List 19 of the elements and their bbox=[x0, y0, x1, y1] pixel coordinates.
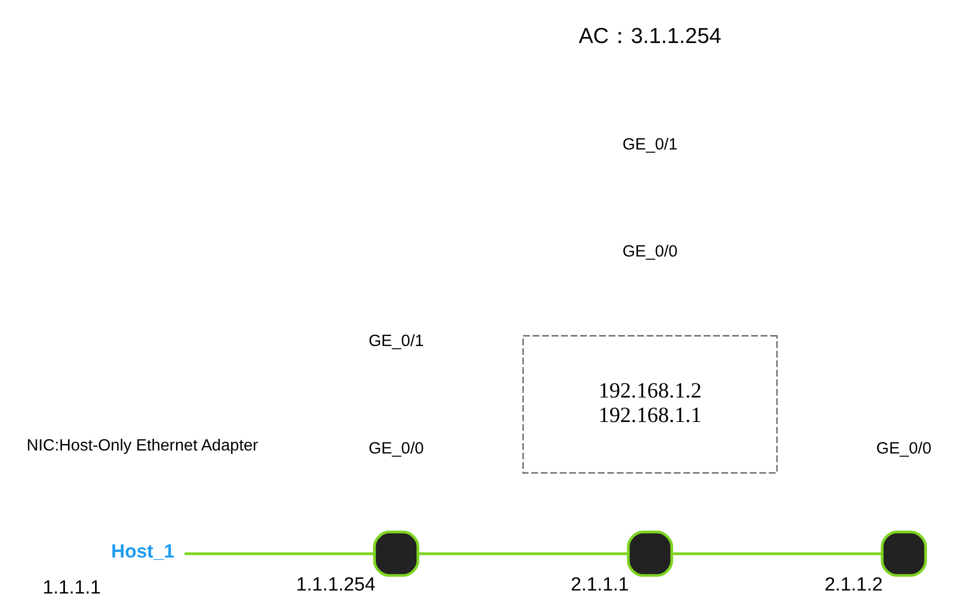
connector bbox=[418, 552, 628, 556]
connector bbox=[184, 552, 374, 556]
label: GE_0/1 bbox=[368, 332, 424, 350]
node-label: 2.1.1.1 bbox=[570, 574, 628, 596]
node-text: Host_1 bbox=[110, 541, 174, 562]
connector bbox=[671, 552, 882, 556]
label: AC：3.1.1.254 bbox=[578, 23, 721, 48]
node-label: 2.1.1.2 bbox=[824, 574, 882, 596]
label: NIC:Host-Only Ethernet Adapter bbox=[26, 436, 258, 455]
node-box: 192.168.1.2 192.168.1.1 bbox=[522, 335, 778, 474]
node-label: 1.1.1.1 bbox=[42, 577, 100, 598]
label: GE_0/0 bbox=[876, 439, 931, 458]
label: GE_0/0 bbox=[368, 439, 424, 458]
node-box bbox=[372, 530, 419, 577]
label: GE_0/1 bbox=[622, 135, 678, 154]
label: GE_0/0 bbox=[622, 242, 678, 261]
node-box bbox=[626, 530, 673, 577]
node-label: 1.1.1.254 bbox=[296, 574, 375, 596]
node-box bbox=[880, 530, 926, 577]
